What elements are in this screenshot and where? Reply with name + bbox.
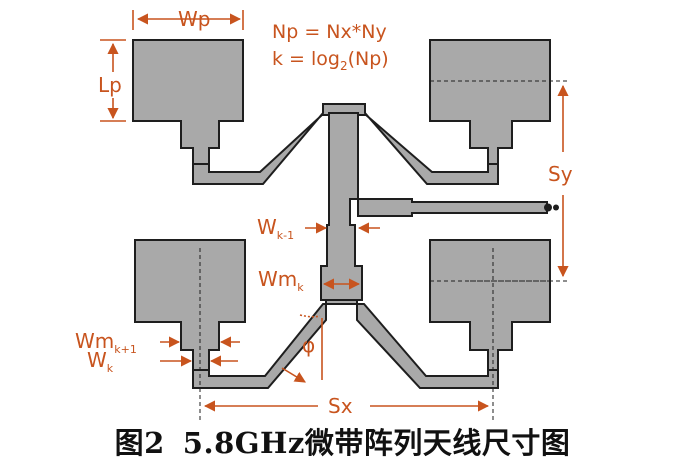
label-wk1: Wk-1 — [257, 215, 294, 242]
label-sx: Sx — [328, 394, 353, 418]
dimension-lines — [100, 10, 569, 412]
center-lines — [199, 80, 568, 420]
feed-central-trunk — [320, 112, 363, 301]
label-wmk: Wmk — [258, 267, 304, 294]
label-wmk1: Wmk+1 — [75, 329, 137, 356]
caption-number: 图2 — [114, 426, 165, 460]
figure-caption: 图2 5.8GHz微带阵列天线尺寸图 — [0, 420, 685, 462]
label-phi: φ — [302, 333, 315, 357]
patch-bottom-left — [134, 239, 246, 371]
formula-np: Np = Nx*Ny — [272, 21, 387, 43]
label-sy: Sy — [548, 162, 573, 186]
formula-k: k = log2(Np) — [272, 48, 389, 73]
label-lp: Lp — [98, 73, 122, 97]
phi-arc — [299, 314, 321, 318]
caption-text: 5.8GHz微带阵列天线尺寸图 — [182, 426, 571, 460]
feed-connector-dot-2 — [553, 204, 559, 211]
patch-top-right — [429, 39, 551, 165]
feed-port-line — [357, 198, 548, 217]
feed-lower-network — [192, 299, 499, 389]
microstrip-metal — [132, 39, 551, 389]
label-wp: Wp — [178, 7, 210, 31]
feed-connector-dot — [544, 203, 552, 212]
patch-top-left — [132, 39, 244, 165]
phi-arrow — [281, 367, 306, 383]
feed-upper-network — [192, 103, 499, 185]
label-wk: Wk — [87, 348, 114, 375]
patch-bottom-right — [429, 239, 551, 371]
antenna-array-diagram: Wp Lp Sy Sx Wk-1 Wmk φ Wmk+1 Wk Np = Nx*… — [75, 7, 573, 420]
